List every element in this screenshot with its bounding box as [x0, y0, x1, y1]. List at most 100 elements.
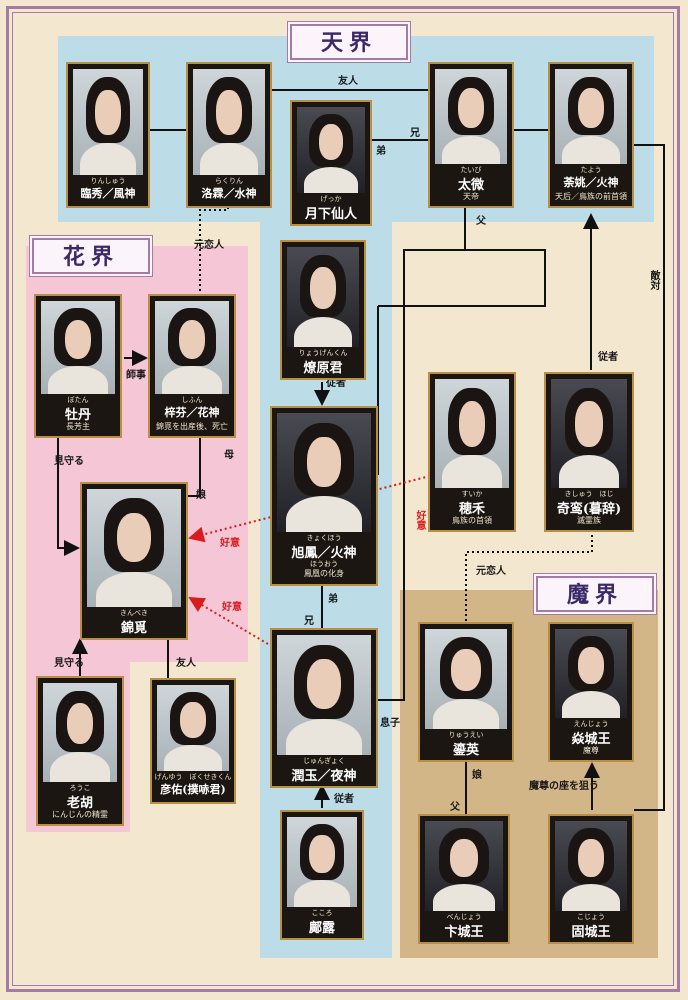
character-card-kinbeki: きんべき錦覓 [80, 482, 188, 640]
character-role: 鳳凰の化身 [304, 569, 344, 578]
character-name: 梓芬／花神 [164, 406, 220, 419]
character-card-tayo: たよう荼姚／火神天后／鳥族の前首領 [548, 62, 634, 208]
character-role: 長芳主 [66, 422, 90, 431]
character-card-botan: ぼたん牡丹長芳主 [34, 294, 122, 438]
character-furigana: べんじょう [446, 913, 482, 921]
character-role: 魔尊 [583, 746, 599, 755]
label-father-right: 父 [450, 802, 460, 813]
character-card-gekka: げっか月下仙人 [290, 100, 372, 226]
label-son: 息子 [380, 718, 400, 729]
label-elder-brother-mid: 兄 [304, 616, 314, 627]
character-name: 洛霖／水神 [201, 187, 257, 200]
character-card-kyokuho: きょくほう旭鳳／火神ほうおう鳳凰の化身 [270, 406, 378, 586]
label-affection-lower: 好意 [222, 602, 242, 613]
label-servant-bottom: 従者 [334, 794, 354, 805]
character-name: 固城王 [571, 925, 611, 940]
character-card-junoku: じゅんぎょく潤玉／夜神 [270, 628, 378, 788]
portrait [435, 69, 507, 164]
character-card-taibi: たいび太微天帝 [428, 62, 514, 208]
character-name: 奇鸾(暮辞) [556, 502, 622, 517]
character-card-suika: すいか穂禾鳥族の首領 [428, 372, 516, 532]
character-name: 燎原君 [303, 361, 343, 376]
character-name: 鄺露 [308, 921, 335, 936]
character-card-ryuei: りゅうえい鎏英 [418, 622, 514, 762]
character-name: 月下仙人 [304, 207, 357, 222]
character-card-genyu: げんゆう ぼくせきくん彦佑(撲哧君) [150, 678, 236, 804]
label-servant-top: 従者 [326, 378, 346, 389]
label-younger-brother-top: 弟 [376, 146, 386, 157]
character-furigana: りんしゅう [90, 177, 126, 185]
character-card-kyuki: きしゅう ほじ奇鸾(暮辞)滅霊族 [544, 372, 634, 532]
character-role: 天帝 [463, 192, 479, 201]
character-furigana: きんべき [120, 609, 148, 617]
character-furigana: えんじょう [573, 720, 609, 728]
character-furigana-sub: ほうおう [310, 560, 338, 568]
character-role: 滅霊族 [577, 516, 601, 525]
character-furigana: ぼたん [67, 396, 89, 404]
portrait [277, 413, 371, 532]
character-card-enjo: えんじょう焱城王魔尊 [548, 622, 634, 762]
label-father: 父 [476, 216, 486, 227]
outer-frame [6, 6, 680, 992]
character-card-roko: ろうこ老胡にんじんの精霊 [36, 676, 124, 826]
character-name: 潤玉／夜神 [291, 769, 357, 784]
character-furigana: たいび [460, 166, 482, 174]
label-younger-brother-mid: 弟 [328, 594, 338, 605]
portrait [287, 817, 357, 907]
portrait [73, 69, 143, 175]
portrait [41, 301, 115, 394]
character-role: 鳥族の首領 [452, 516, 492, 525]
character-name: 卞城王 [444, 925, 484, 940]
portrait [555, 629, 627, 718]
character-furigana: げっか [320, 195, 342, 203]
label-friend-bottom: 友人 [176, 658, 196, 669]
character-name: 臨秀／風神 [80, 187, 136, 200]
character-furigana: ろうこ [69, 784, 91, 792]
label-daughter-right: 娘 [472, 770, 482, 781]
portrait [43, 683, 117, 782]
character-card-rakurin: らくりん洛霖／水神 [186, 62, 272, 208]
character-furigana: りゅうえい [448, 731, 484, 739]
character-role: にんじんの精霊 [52, 810, 108, 819]
character-furigana: こころ [311, 909, 333, 917]
character-card-shifun: しふん梓芬／花神錦覓を出産後、死亡 [148, 294, 236, 438]
character-card-kokoro: こころ鄺露 [280, 810, 364, 940]
character-furigana: らくりん [215, 177, 243, 185]
portrait [193, 69, 265, 175]
inner-frame [12, 12, 674, 986]
character-furigana: こじょう [577, 913, 605, 921]
character-card-benjo: べんじょう卞城王 [418, 814, 510, 944]
character-furigana: りょうげんくん [298, 349, 348, 357]
portrait [87, 489, 181, 607]
character-name: 老胡 [66, 796, 93, 811]
character-card-kojo: こじょう固城王 [548, 814, 634, 944]
label-friend-top: 友人 [338, 76, 358, 87]
portrait [297, 107, 365, 193]
character-furigana: すいか [461, 490, 483, 498]
character-furigana: じゅんぎょく [303, 757, 345, 765]
demon-label: 魔界 [536, 576, 654, 612]
character-name: 太微 [457, 178, 484, 193]
flower-label: 花界 [32, 238, 150, 274]
character-name: 旭鳳／火神 [291, 546, 357, 561]
label-watch-over-bottom: 見守る [54, 658, 84, 669]
character-name: 牡丹 [64, 408, 91, 423]
label-daughter-left: 娘 [196, 490, 206, 501]
label-mother: 母 [224, 450, 234, 461]
label-affection-right: 好意 [414, 510, 425, 530]
character-card-rinshu: りんしゅう臨秀／風神 [66, 62, 150, 208]
portrait [157, 685, 229, 771]
label-enemy: 敵対 [648, 270, 659, 290]
portrait [425, 821, 503, 911]
portrait [287, 247, 359, 347]
label-study-under: 師事 [126, 370, 146, 381]
character-furigana: しふん [181, 396, 203, 404]
label-demon-throne: 魔尊の座を狙う [529, 781, 599, 792]
label-servant-right: 従者 [598, 352, 618, 363]
character-furigana: きしゅう ほじ [564, 490, 614, 498]
label-ex-lover-lower: 元恋人 [476, 566, 506, 577]
character-card-ryogen: りょうげんくん燎原君 [280, 240, 366, 380]
heaven-label: 天界 [290, 24, 408, 60]
portrait [551, 379, 627, 488]
